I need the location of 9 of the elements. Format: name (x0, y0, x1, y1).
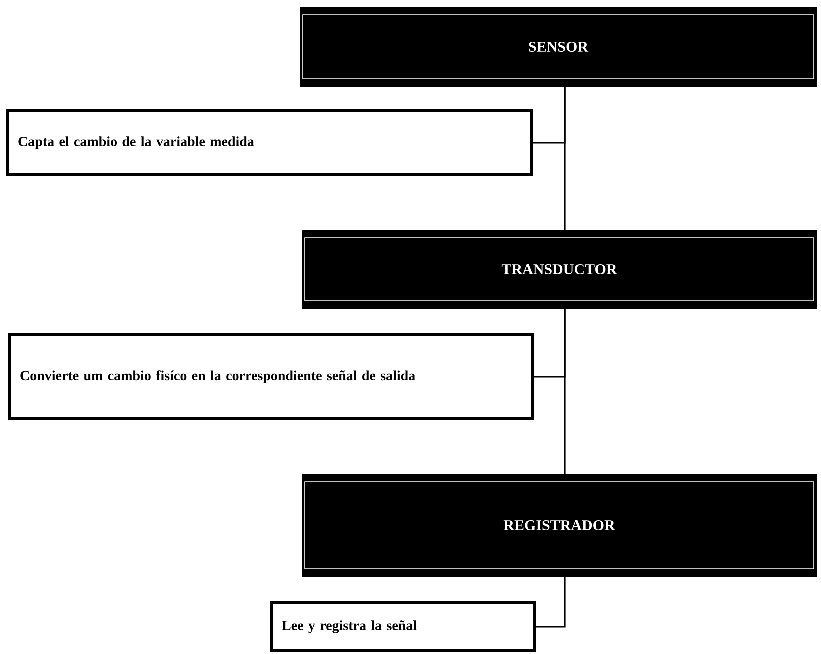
description-box: Lee y registra la señal (270, 602, 536, 652)
connector-line (564, 308, 566, 476)
stage-box: REGISTRADOR (302, 474, 817, 577)
stage-box: SENSOR (300, 7, 817, 87)
stage-box: TRANSDUCTOR (302, 230, 817, 309)
description-box: Capta el cambio de la variable medida (6, 110, 534, 176)
connector-line (564, 86, 566, 232)
connector-line (536, 576, 566, 628)
description-box: Convierte um cambio fisíco en la correspondiente señal de salida (8, 334, 534, 420)
